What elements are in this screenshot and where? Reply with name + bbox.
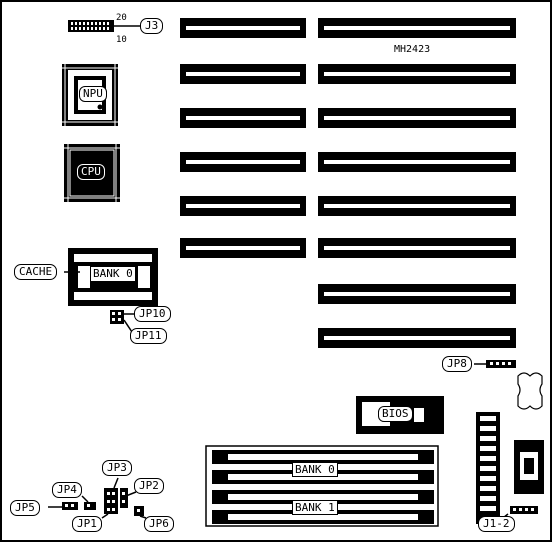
isa-slot-right-2 <box>318 64 516 84</box>
jp8-pins <box>486 360 516 368</box>
j1-2-pins <box>510 506 538 514</box>
jp10-label: JP10 <box>134 306 171 322</box>
isa-slot-right-6 <box>318 238 516 258</box>
j3-header <box>68 20 114 32</box>
isa-slot-left-6 <box>180 238 306 258</box>
jp8-label: JP8 <box>442 356 472 372</box>
jp1-label: JP1 <box>72 516 102 532</box>
jp3-label: JP3 <box>102 460 132 476</box>
cpu-label: CPU <box>77 164 105 180</box>
simm-slots <box>205 445 439 527</box>
j1-2-label: J1-2 <box>478 516 515 532</box>
cache-bank-label: BANK 0 <box>90 266 136 282</box>
jp4-label: JP4 <box>52 482 82 498</box>
isa-slot-left-2 <box>180 64 306 84</box>
isa-slot-right-3 <box>318 108 516 128</box>
isa-slot-right-4 <box>318 152 516 172</box>
isa-slot-left-1 <box>180 18 306 38</box>
bios-label: BIOS <box>378 406 413 422</box>
jp5-label: JP5 <box>10 500 40 516</box>
j3-pin-bottom: 10 <box>116 35 127 45</box>
simm-bank0-label: BANK 0 <box>292 462 338 477</box>
cache-label: CACHE <box>14 264 58 280</box>
jp6-label: JP6 <box>144 516 174 532</box>
npu-label: NPU <box>79 86 107 102</box>
jp11-label: JP11 <box>130 328 167 344</box>
simm-bank1-label: BANK 1 <box>292 500 338 515</box>
isa-slot-right-8 <box>318 328 516 348</box>
isa-slot-right-1 <box>318 18 516 38</box>
isa-slot-right-5 <box>318 196 516 216</box>
board-model-label: MH2423 <box>394 44 431 55</box>
isa-slot-right-7 <box>318 284 516 304</box>
isa-slot-left-4 <box>180 152 306 172</box>
jp2-label: JP2 <box>134 478 164 494</box>
battery-outline <box>517 372 543 410</box>
j3-label: J3 <box>140 18 164 34</box>
isa-slot-left-3 <box>180 108 306 128</box>
isa-slot-left-5 <box>180 196 306 216</box>
j3-pin-top: 20 <box>116 13 127 23</box>
